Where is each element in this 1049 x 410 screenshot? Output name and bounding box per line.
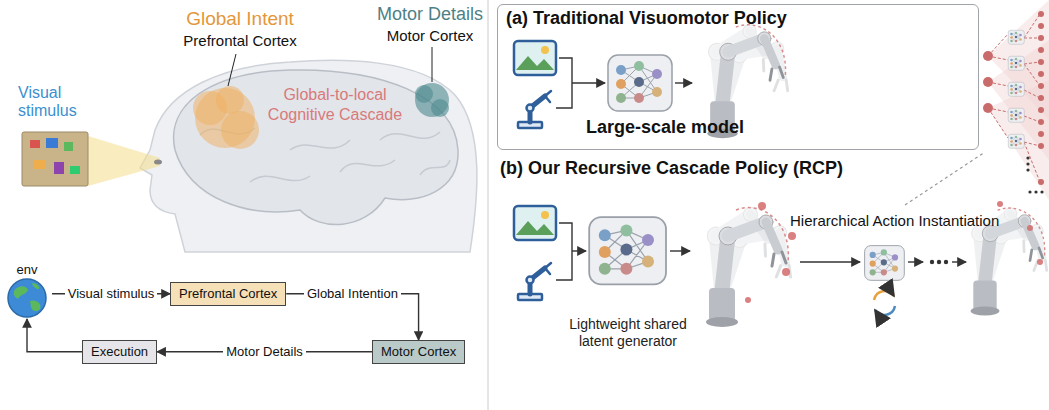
node-label: Large-scale model <box>578 114 702 142</box>
edge-label: Global Intention <box>304 286 401 302</box>
network-icon <box>607 54 673 112</box>
edge-label: Visual stimulus <box>65 286 157 302</box>
network-icon <box>588 216 668 286</box>
annotation: Hierarchical Action Instantiation <box>790 212 999 229</box>
connector-arrow <box>27 319 82 352</box>
cascade-label: Global-to-local <box>281 86 388 104</box>
environment-node: env <box>4 262 50 319</box>
node-label: Motor Cortex <box>381 344 456 360</box>
panel-title: (a) Traditional Visuomotor Policy <box>498 5 978 32</box>
process-box: Execution <box>82 340 157 364</box>
process-box: Motor Cortex <box>372 340 465 364</box>
globe-icon <box>6 277 48 319</box>
region-name: Motor Cortex <box>387 27 474 44</box>
cascade-label: Cognitive Cascade <box>266 106 404 124</box>
edge-label: Motor Details <box>223 344 306 360</box>
process-box: Prefrontal Cortex <box>170 282 286 306</box>
node-label: Execution <box>91 344 148 360</box>
node-label: Prefrontal Cortex <box>179 286 277 302</box>
region-heading: Global Intent <box>186 8 294 30</box>
stimulus-label: Visual stimulus <box>18 84 90 121</box>
node-label: env <box>4 262 50 277</box>
node-label: Lightweight shared latent generator <box>560 316 696 350</box>
region-name: Prefrontal Cortex <box>183 32 296 49</box>
model-node: Lightweight shared latent generator <box>560 216 696 350</box>
panel-title: (b) Our Recursive Cascade Policy (RCP) <box>500 158 843 179</box>
model-node: Large-scale model <box>578 54 702 142</box>
panel-box: (a) Traditional Visuomotor PolicyLarge-s… <box>497 4 979 150</box>
region-heading: Motor Details <box>377 4 483 25</box>
